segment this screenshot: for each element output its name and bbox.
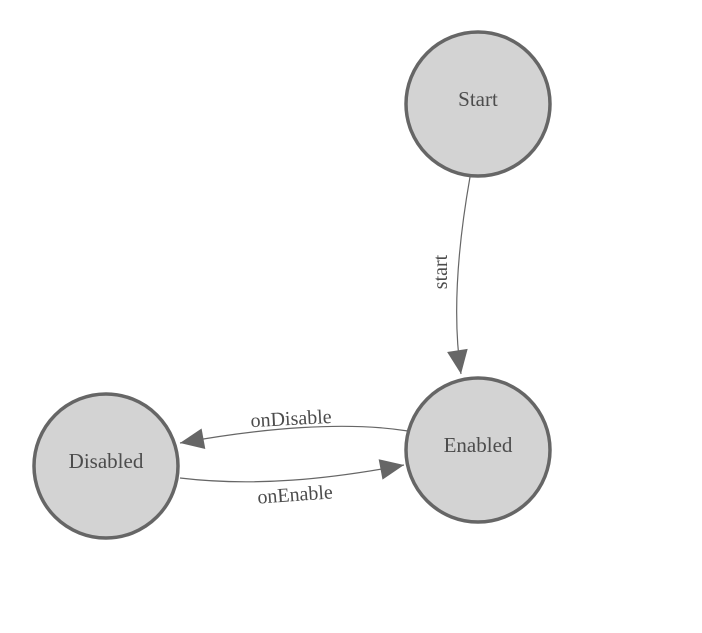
edge-disabled-to-enabled [179, 459, 405, 483]
edge-labels-layer: start onDisable onEnable [250, 254, 452, 508]
state-circle-start [404, 30, 552, 178]
state-node-enabled: Enabled [404, 376, 552, 524]
state-label-disabled: Disabled [69, 449, 144, 473]
state-node-start: Start [404, 30, 552, 178]
edge-label-enabled-to-disabled: onDisable [250, 406, 332, 432]
state-label-enabled: Enabled [444, 433, 513, 457]
state-circle-disabled [32, 392, 180, 540]
state-node-disabled: Disabled [32, 392, 180, 540]
edge-start-to-enabled [447, 176, 471, 375]
edge-label-disabled-to-enabled: onEnable [257, 481, 334, 508]
state-label-start: Start [458, 87, 498, 111]
edge-enabled-to-disabled [179, 425, 409, 449]
edge-label-start-to-enabled: start [430, 254, 452, 289]
state-circle-enabled [404, 376, 552, 524]
edges-layer [179, 176, 471, 483]
